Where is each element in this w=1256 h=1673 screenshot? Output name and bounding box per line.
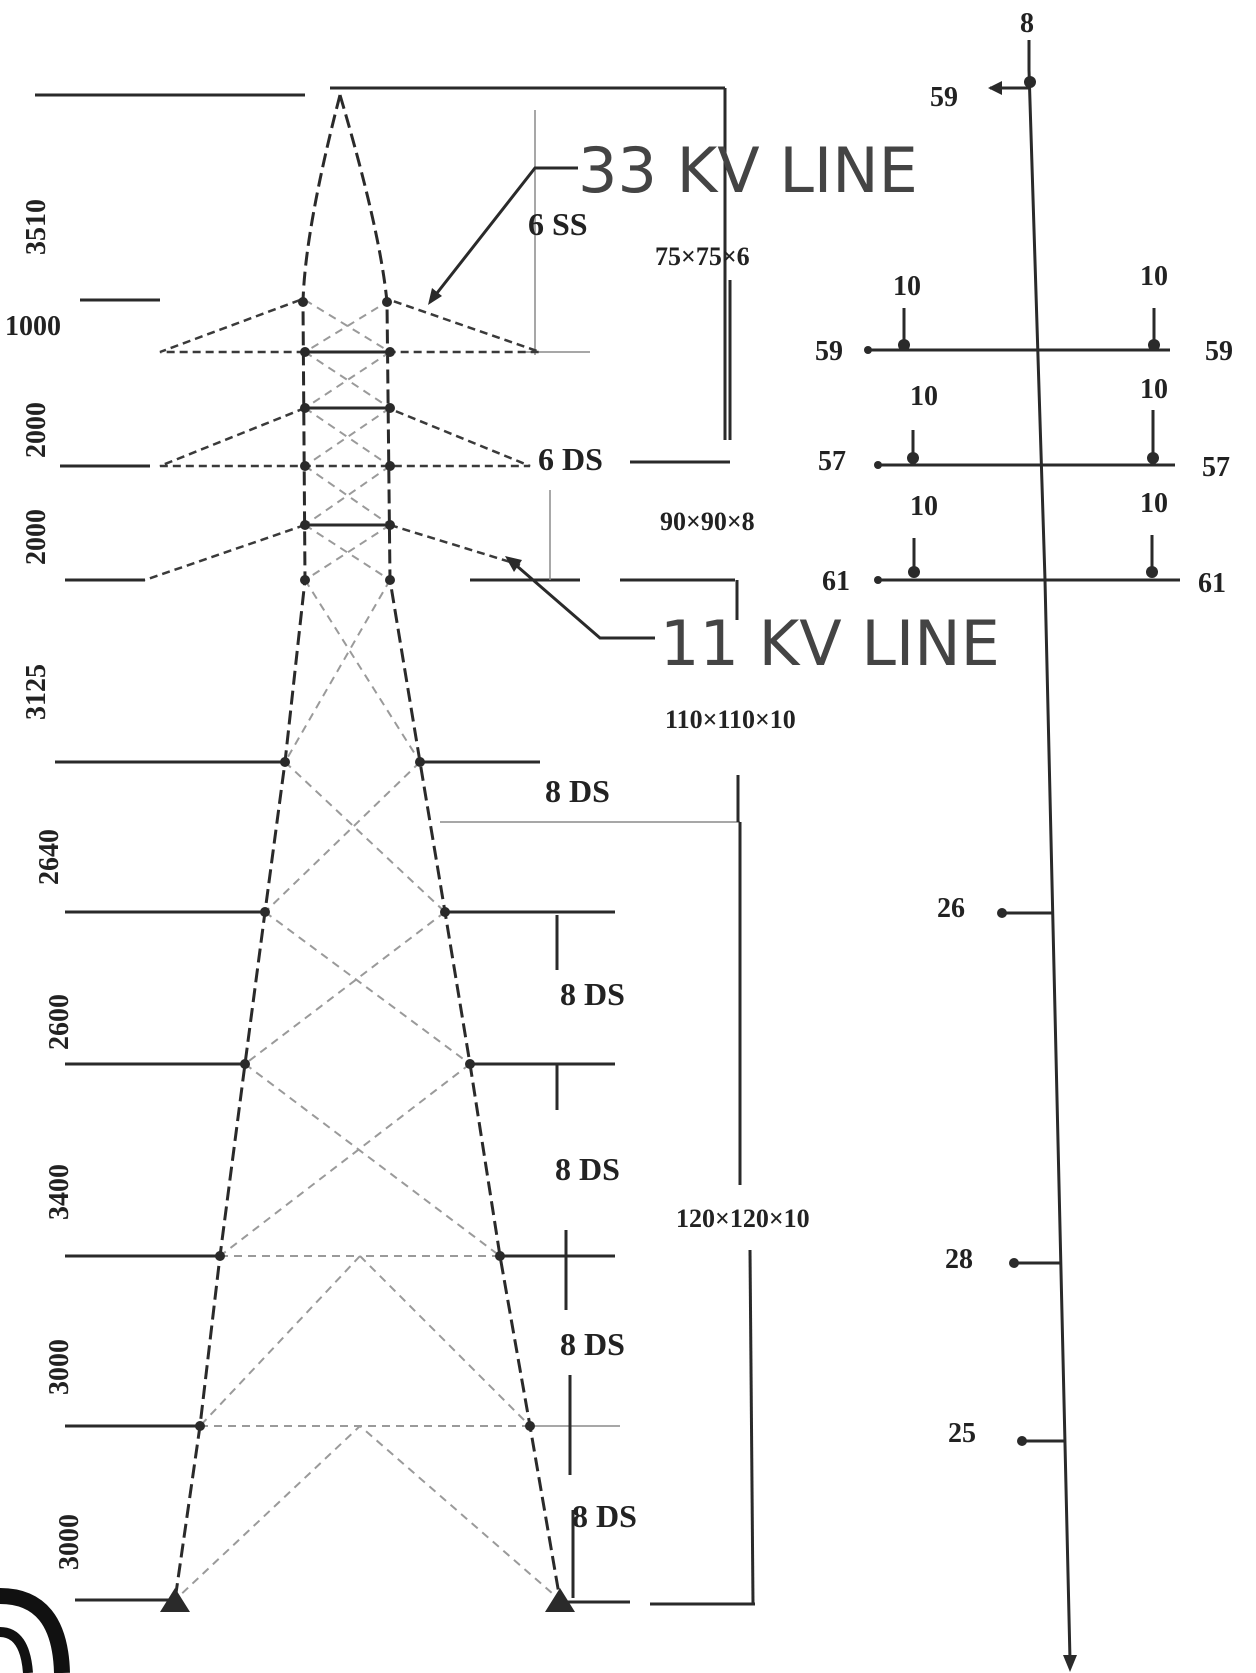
panel-height-9: 3000 [44, 1339, 75, 1395]
leg-section-middle: 110×110×10 [665, 705, 796, 734]
corner-stamp [0, 1588, 70, 1673]
tower-supports [160, 1588, 575, 1612]
level-lines [35, 86, 755, 1606]
tier-1-right: 59 [1205, 336, 1233, 367]
tier-3-down-right: 10 [1140, 488, 1168, 519]
panel-height-10: 3000 [54, 1514, 85, 1570]
callout-33kv-label: 33 KV LINE [578, 134, 918, 207]
member-label-body-4: 8 DS [560, 1326, 625, 1362]
callout-11kv-label: 11 KV LINE [660, 607, 1000, 680]
load-diagram: 8 59 10 10 59 59 10 10 57 57 10 10 61 61 [815, 8, 1233, 1672]
tier-2-down-left: 10 [910, 381, 938, 412]
leg-section-top: 75×75×6 [655, 242, 750, 271]
panel-height-7: 2600 [44, 994, 75, 1050]
member-label-peak: 6 SS [528, 206, 588, 242]
panel-height-3: 2000 [21, 402, 52, 458]
panel-height-1: 3510 [21, 199, 52, 255]
tier-2-down-right: 10 [1140, 374, 1168, 405]
member-label-body-1: 8 DS [545, 773, 610, 809]
member-label-body-5: 8 DS [572, 1498, 637, 1534]
leg-sections: 75×75×6 90×90×8 110×110×10 120×120×10 [655, 242, 810, 1233]
cross-arms [144, 298, 541, 582]
tier-2-left: 57 [818, 446, 846, 477]
callout-11kv: 11 KV LINE [505, 556, 1000, 680]
member-label-body-2: 8 DS [560, 976, 625, 1012]
tier-2-right: 57 [1202, 452, 1230, 483]
tower-legs [173, 94, 562, 1601]
member-label-body-3: 8 DS [555, 1151, 620, 1187]
panel-heights: 3510 1000 2000 2000 3125 2640 2600 3400 … [5, 199, 85, 1570]
panel-height-8: 3400 [44, 1164, 75, 1220]
top-load-label: 59 [930, 82, 958, 113]
lattice-bracing [174, 299, 561, 1601]
member-label-arms: 6 DS [538, 441, 603, 477]
panel-height-4: 2000 [21, 509, 52, 565]
tier-1-down-left: 10 [893, 271, 921, 302]
tier-1-left: 59 [815, 336, 843, 367]
tier-1-down-right: 10 [1140, 261, 1168, 292]
body-load-1: 26 [937, 893, 965, 924]
panel-height-6: 2640 [34, 829, 65, 885]
panel-height-2: 1000 [5, 311, 61, 342]
member-labels: 6 SS 6 DS 8 DS 8 DS 8 DS 8 DS 8 DS [528, 206, 637, 1534]
body-load-2: 28 [945, 1244, 973, 1275]
tier-3-down-left: 10 [910, 491, 938, 522]
tier-3-left: 61 [822, 566, 850, 597]
body-load-3: 25 [948, 1418, 976, 1449]
panel-height-5: 3125 [21, 664, 52, 720]
joint-nodes [195, 297, 535, 1431]
section-brackets [534, 110, 755, 1605]
callout-33kv: 33 KV LINE [428, 134, 918, 305]
leg-section-lower: 120×120×10 [676, 1204, 810, 1233]
tier-3-right: 61 [1198, 568, 1226, 599]
leg-section-upper: 90×90×8 [660, 507, 755, 536]
top-node-label: 8 [1020, 8, 1034, 39]
